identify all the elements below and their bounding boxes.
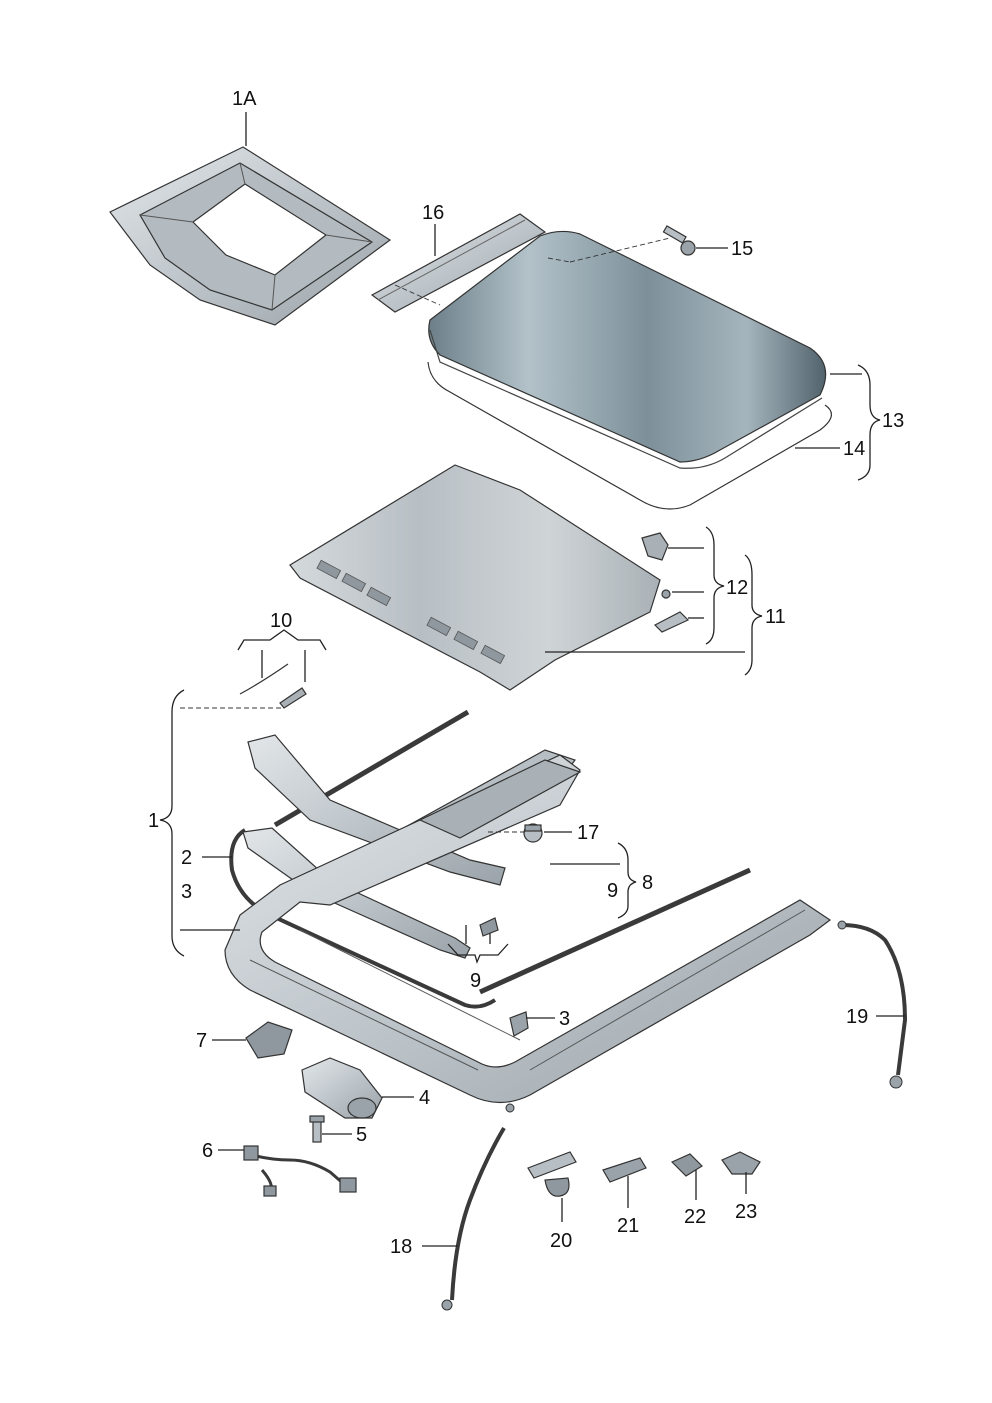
label-1: 1 bbox=[148, 810, 159, 832]
brace-12 bbox=[705, 526, 725, 645]
sunroof-frame-part bbox=[224, 749, 832, 1104]
label-16: 16 bbox=[422, 202, 444, 224]
label-11: 11 bbox=[765, 606, 786, 628]
seal-strip-lower bbox=[478, 867, 752, 995]
motor-bolt-part bbox=[309, 1115, 325, 1143]
label-21: 21 bbox=[617, 1215, 639, 1237]
label-19: 19 bbox=[846, 1006, 868, 1028]
drain-hose-rear-part bbox=[837, 920, 908, 1089]
label-4: 4 bbox=[419, 1087, 430, 1109]
label-6: 6 bbox=[202, 1140, 213, 1162]
label-10: 10 bbox=[270, 610, 292, 632]
label-7: 7 bbox=[196, 1030, 207, 1052]
hose-clip-20-part bbox=[527, 1151, 577, 1197]
label-3-upper: 3 bbox=[181, 881, 192, 903]
clip-part bbox=[479, 917, 499, 937]
rail-guide-part bbox=[239, 663, 307, 709]
label-5: 5 bbox=[356, 1124, 367, 1146]
label-14: 14 bbox=[843, 438, 865, 460]
label-8: 8 bbox=[642, 872, 653, 894]
drive-motor-part bbox=[301, 1057, 383, 1119]
brace-11 bbox=[744, 554, 763, 676]
brace-8 bbox=[617, 842, 637, 919]
label-23: 23 bbox=[735, 1201, 757, 1223]
brace-1 bbox=[159, 689, 185, 957]
hose-clip-21-part bbox=[602, 1157, 647, 1183]
dash-15a bbox=[547, 257, 571, 263]
drain-hose-front-part bbox=[441, 1103, 515, 1311]
label-2: 2 bbox=[181, 847, 192, 869]
wiring-harness-part bbox=[243, 1145, 357, 1197]
glass-panel-part bbox=[428, 230, 827, 469]
label-20: 20 bbox=[550, 1230, 572, 1252]
roof-panel-part bbox=[109, 146, 392, 326]
brace-9 bbox=[447, 943, 509, 964]
hose-clip-23-part bbox=[721, 1151, 761, 1175]
label-22: 22 bbox=[684, 1206, 706, 1228]
pin-part bbox=[509, 1011, 529, 1037]
label-17: 17 bbox=[577, 822, 599, 844]
brace-10 bbox=[237, 629, 327, 651]
label-9-right: 9 bbox=[607, 880, 618, 902]
label-13: 13 bbox=[882, 410, 904, 432]
dash-16 bbox=[394, 284, 441, 306]
sunshade-bracket-part bbox=[641, 532, 690, 633]
sunshade-panel-part bbox=[289, 464, 661, 691]
grommet-part bbox=[523, 823, 543, 843]
label-9-lower: 9 bbox=[470, 970, 481, 992]
label-18: 18 bbox=[390, 1236, 412, 1258]
deflector-strip-part bbox=[370, 213, 547, 313]
screw-part bbox=[662, 225, 696, 256]
frame-seal-part bbox=[229, 828, 497, 1009]
label-12: 12 bbox=[726, 577, 748, 599]
control-unit-part bbox=[245, 1021, 293, 1059]
hose-clip-22-part bbox=[670, 1153, 703, 1177]
label-3-lower: 3 bbox=[559, 1008, 570, 1030]
label-1A: 1A bbox=[232, 88, 257, 110]
dash-15b bbox=[569, 237, 671, 263]
brace-13 bbox=[857, 364, 881, 481]
label-15: 15 bbox=[731, 238, 753, 260]
glass-seal-part bbox=[427, 361, 832, 510]
